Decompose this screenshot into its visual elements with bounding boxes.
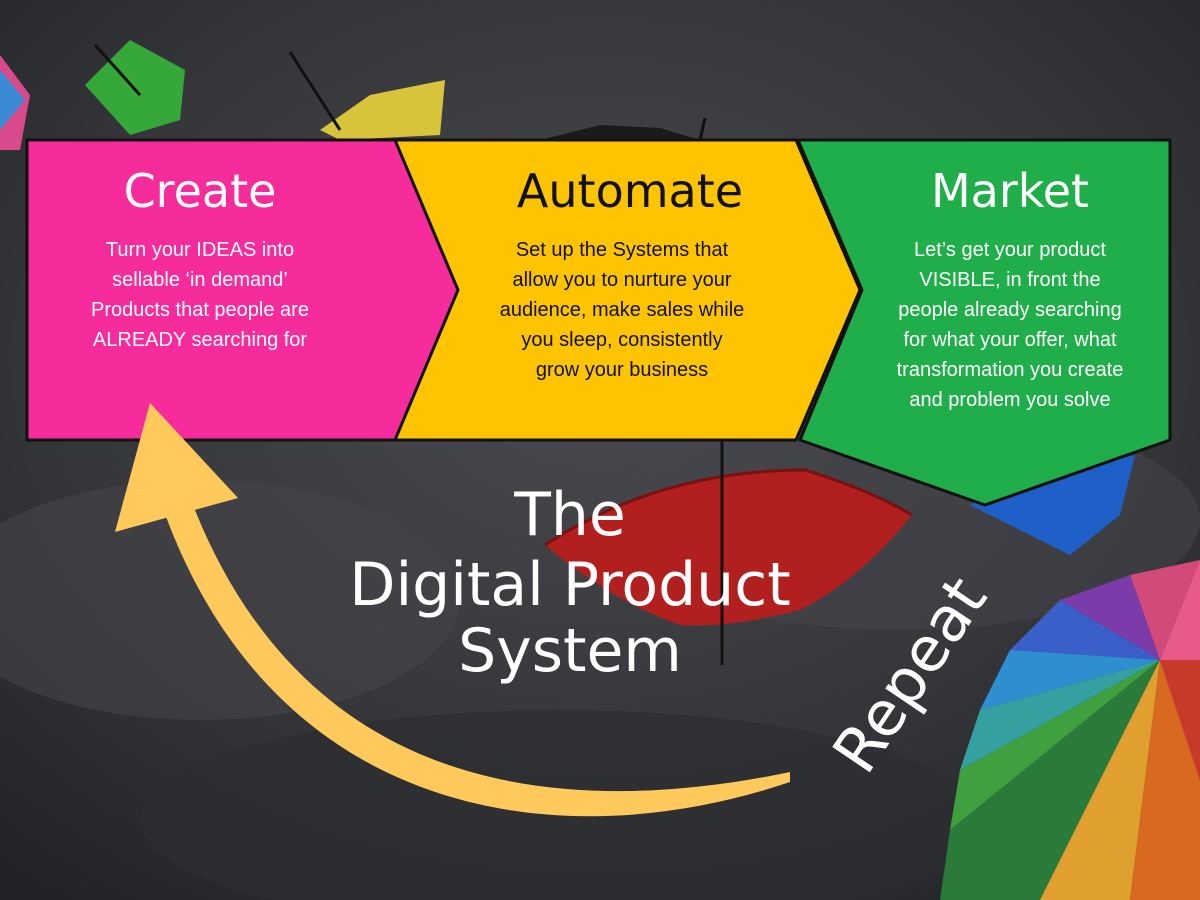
market-step-line: and problem you solve	[909, 389, 1111, 411]
create-step-title: Create	[123, 164, 277, 218]
create-step-line: Turn your IDEAS into	[105, 239, 295, 261]
market-step-box	[796, 138, 1172, 507]
automate-step-line: allow you to nurture your	[512, 269, 732, 291]
market-step-line: people already searching	[898, 299, 1122, 321]
market-step-line: for what your offer, what	[903, 329, 1117, 351]
repeat-arrowhead-icon	[115, 403, 238, 532]
create-step-description: Turn your IDEAS into sellable ‘in demand…	[45, 235, 355, 355]
automate-step-line: grow your business	[535, 359, 709, 381]
market-step-line: transformation you create	[896, 359, 1124, 381]
market-step-title: Market	[930, 164, 1090, 218]
center-title-line: Digital Product	[349, 550, 791, 620]
green-umbrella-decoration	[85, 40, 185, 135]
center-title-line: The	[514, 480, 626, 550]
dark-umbrella-decoration	[540, 125, 700, 140]
repeat-arrow-icon	[160, 492, 790, 817]
blue-umbrella-decoration	[970, 455, 1135, 555]
center-title-line: System	[458, 616, 682, 686]
create-step-line: ALREADY searching for	[92, 329, 308, 351]
automate-step-line: audience, make sales while	[499, 299, 745, 321]
rainbow-umbrella-small-decoration	[0, 55, 30, 150]
create-step-line: Products that people are	[91, 299, 309, 321]
red-umbrella-decoration	[544, 440, 913, 665]
automate-step-line: you sleep, consistently	[521, 329, 723, 351]
market-step-line: Let’s get your product	[914, 239, 1106, 261]
rainbow-umbrella-large-decoration	[940, 560, 1200, 900]
market-step-line: VISIBLE, in front the	[919, 269, 1101, 291]
automate-step-description: Set up the Systems that allow you to nur…	[472, 235, 772, 385]
market-step-description: Let’s get your product VISIBLE, in front…	[870, 235, 1150, 415]
create-step-line: sellable ‘in demand’	[112, 269, 288, 291]
yellow-umbrella-decoration	[288, 51, 445, 140]
automate-step-line: Set up the Systems that	[515, 239, 729, 261]
automate-step-title: Automate	[516, 164, 744, 218]
automate-step-box	[393, 138, 862, 442]
